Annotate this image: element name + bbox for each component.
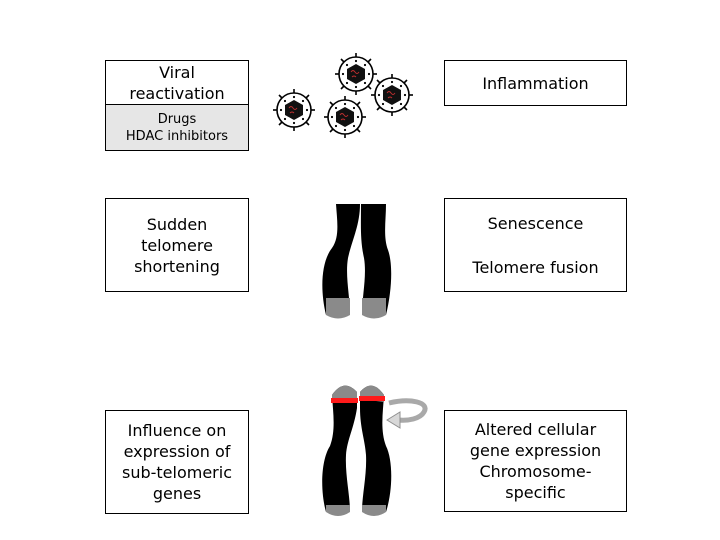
inflammation-label: Inflammation <box>482 73 589 93</box>
senescence-label: Senescence <box>487 214 584 233</box>
virus-icon <box>272 88 316 132</box>
virus-icon <box>323 95 367 139</box>
virus-icon <box>370 73 414 117</box>
influence-line-3: sub-telomeric <box>121 463 232 482</box>
telomere-mark <box>331 398 358 403</box>
influence-box: Influence on expression of sub-telomeric… <box>105 410 249 514</box>
drugs-box: Drugs HDAC inhibitors <box>105 105 249 151</box>
chromosome-icon <box>322 204 392 319</box>
sudden-line-1: Sudden <box>146 214 208 234</box>
drugs-line-2: HDAC inhibitors <box>125 128 229 144</box>
altered-line-3: Chromosome- <box>479 462 592 481</box>
virus-icon <box>334 52 378 96</box>
drugs-line-1: Drugs <box>157 111 197 127</box>
influence-line-1: Influence on <box>127 421 227 440</box>
curved-arrow-icon <box>386 398 428 429</box>
altered-expression-box: Altered cellular gene expression Chromos… <box>444 410 627 512</box>
altered-line-2: gene expression <box>469 441 602 460</box>
senescence-box: Senescence Telomere fusion <box>444 198 627 292</box>
telomere-fusion-label: Telomere fusion <box>472 258 599 277</box>
altered-line-4: specific <box>505 483 566 502</box>
inflammation-box: Inflammation <box>444 60 627 106</box>
altered-line-1: Altered cellular <box>474 420 597 439</box>
sudden-line-2: telomere <box>141 235 213 255</box>
viral-reactivation-box: Viral reactivation <box>105 60 249 105</box>
influence-line-4: genes <box>152 484 202 503</box>
sudden-line-3: shortening <box>134 256 220 276</box>
influence-line-2: expression of <box>123 442 231 461</box>
chromosome-icon <box>322 385 392 516</box>
viral-line-2: reactivation <box>129 83 225 103</box>
telomere-mark <box>359 396 385 401</box>
viral-line-1: Viral <box>159 62 195 82</box>
sudden-shortening-box: Sudden telomere shortening <box>105 198 249 292</box>
